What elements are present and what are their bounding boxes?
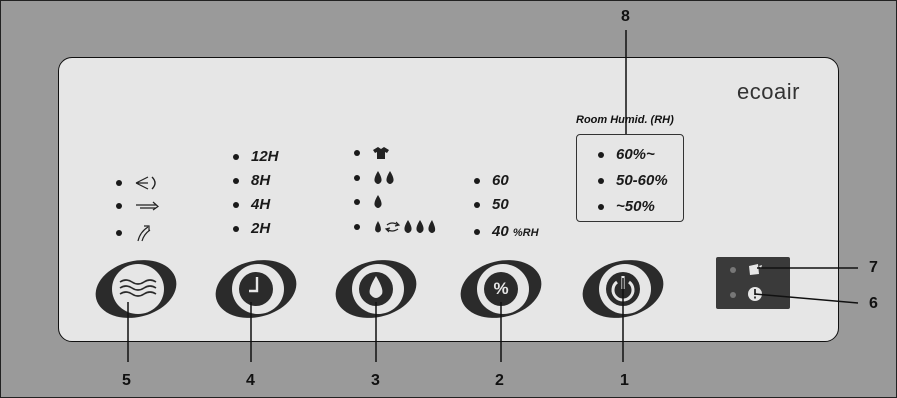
callout-7: 7: [869, 259, 878, 276]
humidity-40-label: 40 %RH: [492, 223, 539, 240]
percent-symbol: %: [493, 279, 509, 298]
indicator-dot: [354, 150, 360, 156]
timer-option-row: 12H: [233, 148, 279, 165]
humidity-option-row: 40 %RH: [474, 223, 539, 240]
humidity-option-row: 50: [474, 196, 509, 213]
callout-4: 4: [246, 372, 255, 389]
upward-airflow-icon: [134, 224, 154, 242]
indicator-dot: [233, 225, 239, 232]
low-drop-icon: [372, 194, 384, 210]
swing-icon: [134, 175, 160, 191]
percent-icon: [484, 272, 518, 306]
timer-button[interactable]: [213, 258, 299, 325]
water-drop-icon: [359, 272, 393, 306]
indicator-dot: [233, 153, 239, 160]
timer-option-row: 4H: [233, 196, 270, 213]
indicator-dot: [474, 228, 480, 235]
room-humidity-mid-label: 50-60%: [616, 172, 668, 189]
fan-mode-straight-row: [116, 201, 160, 211]
tank-full-led: [730, 267, 736, 273]
dry-mode-button[interactable]: [333, 258, 419, 325]
indicator-dot: [354, 175, 360, 181]
callout-8: 8: [621, 8, 630, 25]
dry-mode-auto-row: [354, 219, 436, 235]
indicator-panel: [716, 257, 790, 309]
room-humidity-display: [576, 134, 684, 222]
straight-airflow-icon: [134, 201, 160, 211]
timer-4h-label: 4H: [251, 196, 271, 213]
callout-5: 5: [122, 372, 131, 389]
laundry-icon: [372, 146, 390, 160]
room-humidity-row: 50-60%: [598, 172, 668, 189]
callout-6: 6: [869, 295, 878, 312]
indicator-dot: [116, 203, 122, 209]
callout-1: 1: [620, 372, 629, 389]
timer-12h-label: 12H: [251, 148, 279, 165]
dry-mode-low-row: [354, 194, 384, 210]
auto-cycle-icon: [372, 219, 436, 235]
control-panel: [58, 57, 839, 342]
callout-3: 3: [371, 372, 380, 389]
indicator-dot: [233, 177, 239, 184]
indicator-dot: [598, 203, 604, 210]
clock-icon: [239, 272, 273, 306]
dry-mode-laundry-row: [354, 146, 390, 160]
high-drop-icon: [372, 170, 396, 186]
indicator-dot: [474, 201, 480, 208]
timer-2h-label: 2H: [251, 220, 271, 237]
brand-logo: ecoair: [737, 79, 800, 104]
humidity-60-label: 60: [492, 172, 509, 189]
error-led: [730, 292, 736, 298]
room-humidity-high-label: 60%~: [616, 146, 655, 163]
fan-mode-upward-row: [116, 224, 154, 242]
fan-wave-icon: [119, 279, 157, 297]
callout-2: 2: [495, 372, 504, 389]
indicator-dot: [354, 199, 360, 205]
humidity-option-row: 60: [474, 172, 509, 189]
indicator-dot: [598, 177, 604, 184]
timer-option-row: 2H: [233, 220, 270, 237]
humidity-button[interactable]: %: [458, 258, 544, 325]
indicator-dot: [354, 224, 360, 230]
humidity-50-label: 50: [492, 196, 509, 213]
room-humidity-low-label: ~50%: [616, 198, 655, 215]
dry-mode-high-row: [354, 170, 396, 186]
indicator-dot: [116, 230, 122, 236]
room-humidity-title: Room Humid. (RH): [576, 114, 674, 126]
room-humidity-row: 60%~: [598, 146, 655, 163]
indicator-dot: [474, 177, 480, 184]
fan-mode-button[interactable]: [93, 258, 179, 325]
indicator-dot: [233, 201, 239, 208]
fan-mode-swing-row: [116, 175, 160, 191]
room-humidity-row: ~50%: [598, 198, 655, 215]
indicator-dot: [116, 180, 122, 186]
timer-option-row: 8H: [233, 172, 270, 189]
humidity-unit-label: %RH: [512, 227, 539, 239]
timer-8h-label: 8H: [251, 172, 271, 189]
indicator-dot: [598, 151, 604, 158]
